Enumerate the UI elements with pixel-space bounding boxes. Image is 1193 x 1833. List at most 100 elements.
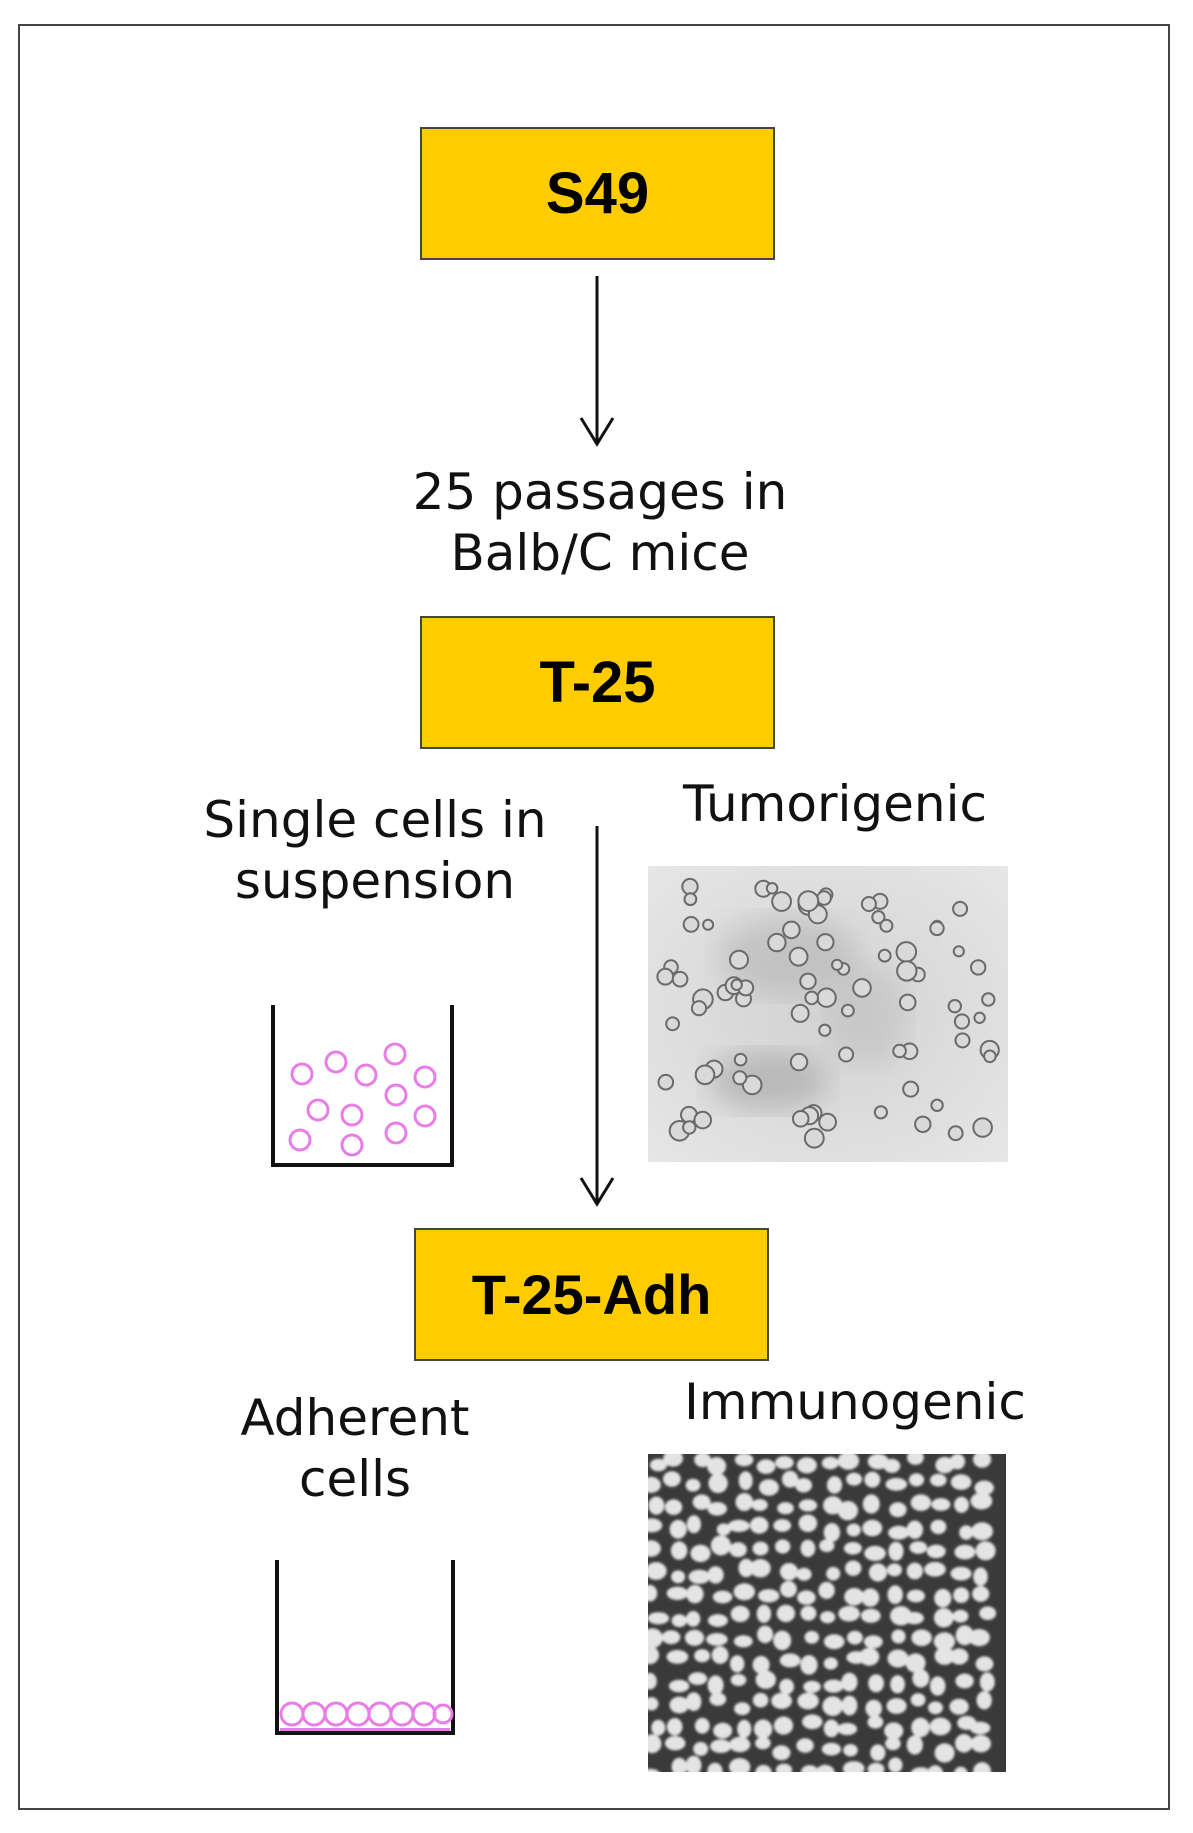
cell-blob: [663, 1471, 681, 1487]
cell-dot: [981, 992, 996, 1007]
cell-dot: [970, 959, 987, 976]
cell-blob: [729, 1542, 747, 1558]
cell-dot: [816, 987, 837, 1008]
cell-blob: [891, 1629, 906, 1644]
cell-blob: [756, 1459, 776, 1474]
cell-blob: [779, 1678, 794, 1695]
cell-blob: [776, 1604, 796, 1623]
cell-blob: [648, 1540, 661, 1557]
cell-dot: [694, 1064, 716, 1086]
cell-blob: [686, 1611, 701, 1627]
cell-blob: [837, 1722, 858, 1736]
cell-blob: [670, 1541, 688, 1560]
cell-blob: [906, 1520, 923, 1539]
cell-blob: [735, 1493, 754, 1511]
cell-dot: [799, 972, 817, 991]
cell-dot: [656, 967, 675, 986]
cell-blob: [773, 1716, 794, 1735]
cell-dot: [930, 1098, 944, 1113]
cell-blob: [775, 1456, 794, 1470]
cell-blob: [841, 1695, 858, 1716]
cell-dot: [788, 946, 809, 967]
cell-blob: [885, 1737, 901, 1751]
cell-blob: [779, 1563, 799, 1581]
cell-blob: [911, 1717, 930, 1738]
cell-blob: [730, 1655, 745, 1673]
cell-blob: [955, 1734, 973, 1753]
cell-dot: [790, 1003, 810, 1023]
cell-blob: [648, 1628, 663, 1648]
cell-dot: [732, 1070, 748, 1086]
cell-blob: [648, 1496, 665, 1515]
cell-blob: [648, 1768, 660, 1772]
cell-blob: [904, 1611, 924, 1625]
cell-blob: [694, 1649, 710, 1663]
cell-blob: [686, 1515, 701, 1534]
cell-blob: [671, 1614, 687, 1628]
cell-dot: [702, 918, 715, 931]
cell-blob: [648, 1612, 670, 1625]
cell-blob: [972, 1586, 990, 1602]
cell-dot: [972, 1117, 993, 1138]
cell-blob: [690, 1544, 711, 1563]
cell-blob: [979, 1606, 997, 1620]
cell-blob: [666, 1650, 689, 1664]
cell-blob: [826, 1476, 843, 1494]
cell-blob: [693, 1741, 709, 1756]
cell-blob: [823, 1523, 841, 1542]
cell-blob: [771, 1692, 792, 1709]
cell-blob: [979, 1672, 995, 1692]
cell-blob: [729, 1736, 751, 1753]
cell-blob: [730, 1605, 750, 1623]
cell-blob: [775, 1539, 791, 1554]
cell-blob: [887, 1585, 903, 1605]
cell-blob: [845, 1560, 862, 1576]
cell-blob: [709, 1692, 727, 1706]
cell-blob: [905, 1653, 926, 1673]
cell-blob: [924, 1561, 946, 1577]
cell-blob: [837, 1454, 860, 1470]
cell-blob: [868, 1674, 884, 1693]
cell-blob: [949, 1454, 966, 1470]
cell-dot: [657, 1073, 675, 1091]
cell-dot: [914, 1115, 932, 1133]
cell-blob: [800, 1605, 817, 1621]
cell-blob: [686, 1692, 702, 1712]
cell-blob: [975, 1541, 996, 1561]
cell-blob: [974, 1480, 994, 1496]
cell-blob: [906, 1735, 923, 1755]
cell-blob: [888, 1525, 910, 1540]
cell-blob: [908, 1473, 925, 1487]
box-t25-adh: T-25-Adh: [414, 1228, 769, 1361]
cell-dot: [947, 1125, 964, 1142]
cell-dot: [782, 920, 801, 940]
cell-blob: [906, 1589, 925, 1603]
label-adherent: Adherent cells: [240, 1389, 470, 1508]
cell-blob: [933, 1608, 954, 1628]
cell-dot: [983, 1049, 997, 1064]
cell-blob: [949, 1648, 969, 1665]
cell-blob: [859, 1647, 880, 1666]
cell-blob: [976, 1691, 992, 1710]
cell-dot: [892, 1043, 907, 1059]
cell-dot: [895, 941, 918, 963]
cell-blob: [887, 1649, 909, 1668]
cell-blob: [826, 1566, 841, 1581]
cell-blob: [666, 1718, 683, 1736]
cell-blob: [970, 1492, 993, 1510]
cell-blob: [931, 1498, 951, 1511]
cell-dot: [803, 1127, 825, 1149]
cell-dot: [896, 960, 918, 982]
cell-dot: [954, 1032, 971, 1049]
cell-blob: [823, 1634, 845, 1650]
cell-blob: [954, 1544, 976, 1560]
cell-blob: [928, 1701, 943, 1715]
cell-blob: [971, 1522, 993, 1541]
cell-blob: [729, 1758, 751, 1772]
cell-dot: [947, 999, 962, 1014]
label-single-cells: Single cells in suspension: [203, 791, 547, 910]
cell-dot: [898, 993, 917, 1012]
cell-blob: [664, 1736, 686, 1751]
cell-blob: [953, 1587, 970, 1603]
cell-blob: [772, 1745, 791, 1761]
